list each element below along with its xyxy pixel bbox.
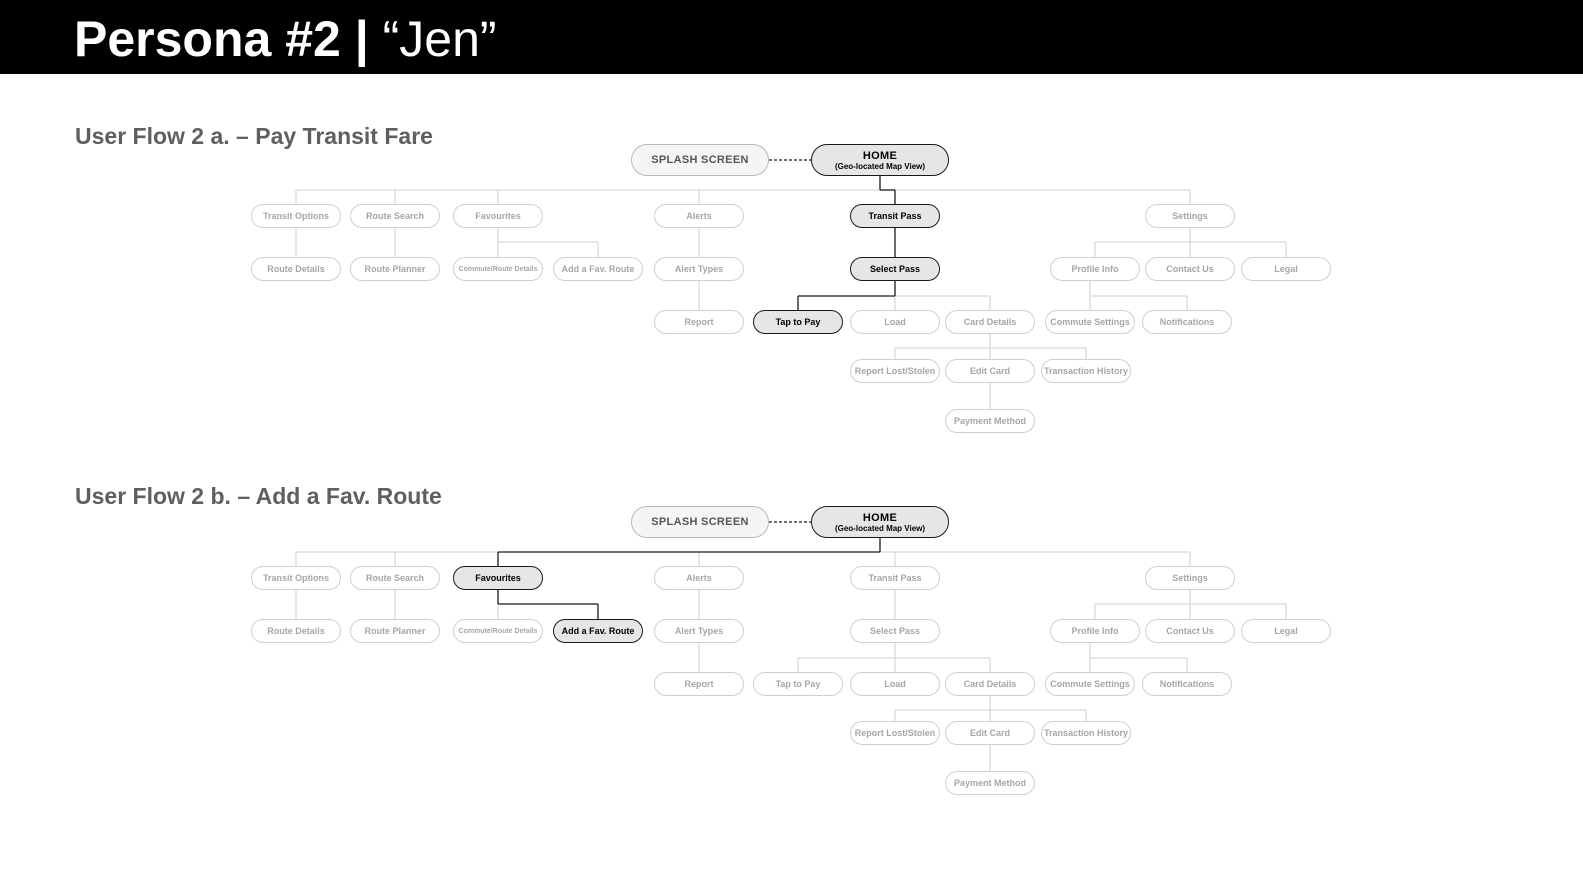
flow-a-diagram: SPLASH SCREEN HOME(Geo-located Map View) T…: [0, 140, 1583, 450]
node-edit-card: Edit Card: [945, 359, 1035, 383]
node-legal: Legal: [1241, 257, 1331, 281]
node-home-sublabel: (Geo-located Map View): [834, 161, 926, 171]
node-settings: Settings: [1145, 204, 1235, 228]
node-select-pass: Select Pass: [850, 257, 940, 281]
node-profile-info: Profile Info: [1050, 619, 1140, 643]
flow-b-diagram: SPLASH SCREEN HOME(Geo-located Map View) T…: [0, 502, 1583, 812]
persona-name: “Jen”: [382, 11, 497, 67]
node-alerts: Alerts: [654, 566, 744, 590]
flow-b-title: User Flow 2 b. – Add a Fav. Route: [75, 483, 442, 509]
node-favourites: Favourites: [453, 566, 543, 590]
node-commute-settings: Commute Settings: [1045, 672, 1135, 696]
node-select-pass: Select Pass: [850, 619, 940, 643]
node-route-details: Route Details: [251, 257, 341, 281]
node-transit-pass: Transit Pass: [850, 204, 940, 228]
header-bar: Persona #2 | “Jen”: [0, 0, 1583, 74]
node-home: HOME(Geo-located Map View): [811, 506, 949, 538]
node-route-search: Route Search: [350, 204, 440, 228]
node-legal: Legal: [1241, 619, 1331, 643]
node-edit-card: Edit Card: [945, 721, 1035, 745]
node-route-planner: Route Planner: [350, 257, 440, 281]
flow-a-title: User Flow 2 a. – Pay Transit Fare: [75, 123, 433, 149]
node-alerts: Alerts: [654, 204, 744, 228]
node-report: Report: [654, 310, 744, 334]
node-alert-types: Alert Types: [654, 257, 744, 281]
node-transit-pass: Transit Pass: [850, 566, 940, 590]
node-payment-method: Payment Method: [945, 771, 1035, 795]
node-transit-options: Transit Options: [251, 204, 341, 228]
node-report: Report: [654, 672, 744, 696]
node-load: Load: [850, 672, 940, 696]
node-settings: Settings: [1145, 566, 1235, 590]
node-route-planner: Route Planner: [350, 619, 440, 643]
node-tap-to-pay: Tap to Pay: [753, 672, 843, 696]
node-commute-route-details: Commute/Route Details: [453, 619, 543, 643]
node-add-fav-route: Add a Fav. Route: [553, 619, 643, 643]
node-contact-us: Contact Us: [1145, 257, 1235, 281]
node-transaction-history: Transaction History: [1041, 721, 1131, 745]
node-card-details: Card Details: [945, 310, 1035, 334]
node-route-details: Route Details: [251, 619, 341, 643]
node-splash-screen: SPLASH SCREEN: [631, 144, 769, 176]
node-notifications: Notifications: [1142, 672, 1232, 696]
connector-lines: [295, 159, 1287, 409]
node-favourites: Favourites: [453, 204, 543, 228]
node-contact-us: Contact Us: [1145, 619, 1235, 643]
node-commute-route-details: Commute/Route Details: [453, 257, 543, 281]
node-profile-info: Profile Info: [1050, 257, 1140, 281]
node-tap-to-pay: Tap to Pay: [753, 310, 843, 334]
node-report-lost-stolen: Report Lost/Stolen: [850, 359, 940, 383]
page-title: Persona #2 | “Jen”: [74, 9, 497, 69]
node-home-label: HOME: [862, 511, 898, 524]
persona-number: Persona #2 |: [74, 11, 369, 67]
node-payment-method: Payment Method: [945, 409, 1035, 433]
node-add-fav-route: Add a Fav. Route: [553, 257, 643, 281]
node-commute-settings: Commute Settings: [1045, 310, 1135, 334]
node-transit-options: Transit Options: [251, 566, 341, 590]
node-card-details: Card Details: [945, 672, 1035, 696]
node-alert-types: Alert Types: [654, 619, 744, 643]
connector-lines: [295, 521, 1287, 771]
node-home: HOME(Geo-located Map View): [811, 144, 949, 176]
node-home-sublabel: (Geo-located Map View): [834, 523, 926, 533]
node-home-label: HOME: [862, 149, 898, 162]
node-splash-screen: SPLASH SCREEN: [631, 506, 769, 538]
node-notifications: Notifications: [1142, 310, 1232, 334]
node-load: Load: [850, 310, 940, 334]
node-transaction-history: Transaction History: [1041, 359, 1131, 383]
node-route-search: Route Search: [350, 566, 440, 590]
node-report-lost-stolen: Report Lost/Stolen: [850, 721, 940, 745]
